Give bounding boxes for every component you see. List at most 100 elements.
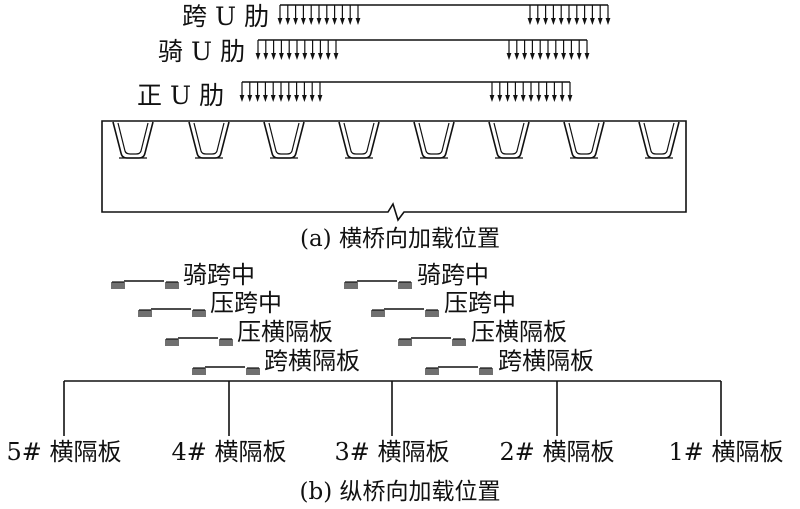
load-arrow-head — [558, 18, 564, 25]
load-arrow-head — [514, 53, 520, 60]
load-row-label-straddle-rib: 跨 U 肋 — [182, 2, 269, 31]
truck-icon — [344, 280, 412, 289]
load-arrow-head — [270, 95, 276, 102]
load-arrow-head — [302, 95, 307, 102]
truck-icon — [138, 308, 206, 317]
transverse-loading-panel: 跨 U 肋 骑 U 肋 正 U 肋 (a) 横桥向加载位置 — [101, 2, 687, 252]
load-arrow-head — [294, 53, 300, 60]
load-arrow-head — [545, 53, 551, 60]
load-arrow-head — [551, 18, 556, 25]
load-arrow-head — [255, 95, 260, 102]
load-arrow-head — [301, 18, 306, 25]
load-arrow-head — [332, 18, 337, 25]
load-arrow-head — [294, 95, 299, 102]
diaphragm-label-5: 5# 横隔板 — [6, 438, 121, 466]
load-arrow-head — [530, 53, 535, 60]
load-arrow-head — [271, 53, 276, 60]
truck-position-left-straddle-diaphragm: 跨横隔板 — [192, 347, 360, 375]
load-arrow-head — [489, 95, 495, 102]
load-arrow-head — [584, 53, 590, 60]
truck-label: 压跨中 — [210, 289, 282, 317]
wheel-load-row-ride — [255, 39, 590, 60]
u-rib — [638, 121, 680, 159]
truck-label: 跨横隔板 — [264, 347, 360, 375]
truck-position-right-ride-midspan: 骑跨中 — [344, 261, 489, 289]
caption-a: (a) 横桥向加载位置 — [300, 226, 500, 252]
load-arrow-head — [576, 53, 582, 60]
load-arrow-head — [279, 53, 284, 60]
u-rib — [188, 121, 230, 159]
truck-label: 压跨中 — [444, 289, 516, 317]
load-arrow-head — [553, 53, 559, 60]
load-arrow-head — [324, 18, 330, 25]
load-arrow-head — [309, 95, 315, 102]
truck-icon — [192, 366, 260, 375]
load-arrow-head — [561, 53, 566, 60]
u-rib — [563, 121, 605, 159]
load-arrow-head — [239, 95, 245, 102]
load-arrow-head — [505, 95, 510, 102]
truck-position-left-press-midspan: 压跨中 — [138, 289, 282, 317]
load-arrow-head — [559, 95, 565, 102]
load-arrow-head — [535, 18, 541, 25]
load-arrow-head — [574, 18, 580, 25]
load-arrow-head — [277, 18, 283, 25]
load-arrow-head — [263, 53, 269, 60]
load-arrow-head — [302, 53, 308, 60]
load-arrow-head — [544, 95, 549, 102]
truck-position-right-press-midspan: 压跨中 — [371, 289, 516, 317]
load-arrow-head — [340, 18, 345, 25]
load-arrow-head — [566, 18, 572, 25]
load-arrow-head — [528, 95, 534, 102]
load-arrow-head — [316, 18, 322, 25]
load-arrow-head — [543, 18, 548, 25]
load-arrow-head — [506, 53, 512, 60]
truck-label: 跨横隔板 — [498, 347, 594, 375]
load-arrow-head — [605, 18, 611, 25]
load-arrow-head — [325, 53, 331, 60]
truck-icon — [165, 337, 233, 346]
load-row-label-center-rib: 正 U 肋 — [137, 81, 224, 110]
load-arrow-head — [552, 95, 557, 102]
load-arrow-head — [308, 18, 314, 25]
truck-position-right-straddle-diaphragm: 跨横隔板 — [425, 347, 594, 375]
load-arrow-head — [536, 95, 542, 102]
load-row-label-ride-rib: 骑 U 肋 — [158, 37, 245, 66]
u-rib-group — [112, 121, 680, 159]
load-arrow-head — [497, 95, 503, 102]
load-arrow-head — [597, 18, 603, 25]
u-rib — [413, 121, 455, 159]
diaphragm-label-1: 1# 横隔板 — [668, 438, 783, 466]
u-rib — [488, 121, 530, 159]
truck-label: 骑跨中 — [183, 261, 255, 289]
truck-position-left-ride-midspan: 骑跨中 — [111, 261, 255, 289]
load-arrow-head — [355, 18, 361, 25]
load-arrow-head — [310, 53, 315, 60]
load-arrow-head — [286, 95, 292, 102]
load-arrow-head — [347, 18, 353, 25]
load-arrow-head — [582, 18, 587, 25]
load-arrow-head — [513, 95, 518, 102]
load-arrow-head — [285, 18, 291, 25]
deck-cross-section-outline — [101, 120, 687, 222]
load-arrow-head — [293, 18, 298, 25]
u-rib — [112, 121, 154, 159]
load-arrow-head — [569, 53, 574, 60]
load-arrow-head — [567, 95, 573, 102]
u-rib — [263, 121, 305, 159]
load-arrow-head — [333, 53, 339, 60]
load-arrow-head — [527, 18, 533, 25]
load-arrow-head — [520, 95, 526, 102]
truck-label: 压横隔板 — [471, 318, 567, 346]
longitudinal-loading-panel: 骑跨中 压跨中 压横隔板 跨横隔板 骑跨中 压跨中 压横隔板 跨横 — [6, 261, 783, 505]
load-arrow-head — [537, 53, 543, 60]
diaphragm-label-4: 4# 横隔板 — [171, 438, 286, 466]
load-arrow-head — [278, 95, 284, 102]
load-arrow-head — [247, 95, 253, 102]
truck-label: 压横隔板 — [237, 318, 333, 346]
load-arrow-head — [317, 95, 323, 102]
load-arrow-head — [286, 53, 292, 60]
truck-position-right-press-diaphragm: 压横隔板 — [398, 318, 567, 346]
diaphragm-label-3: 3# 横隔板 — [334, 438, 449, 466]
